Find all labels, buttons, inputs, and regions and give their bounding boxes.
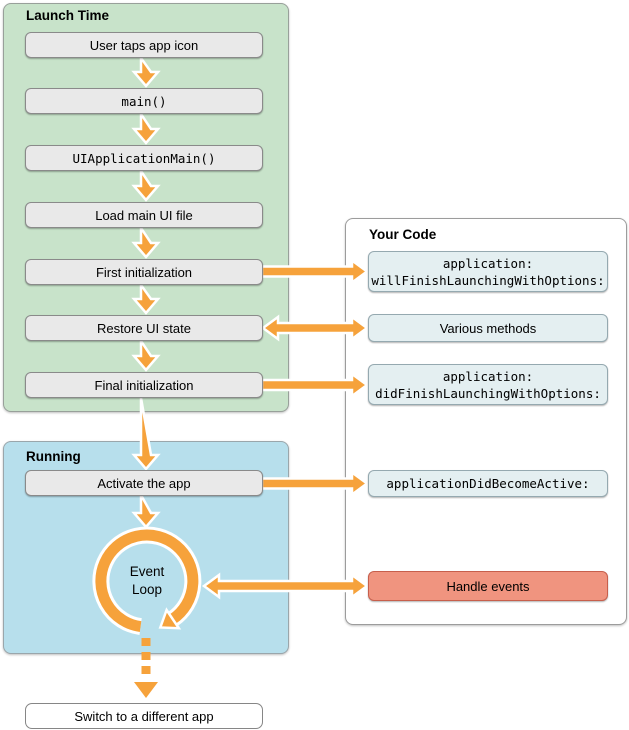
- box-switch-to-different-app: Switch to a different app: [25, 703, 263, 729]
- arrow-restore-ui-various-methods-bidirectional: [260, 314, 370, 342]
- box-label: application: didFinishLaunchingWithOptio…: [375, 368, 601, 401]
- arrow-activate-to-event-loop: [131, 490, 161, 529]
- arrow-user-taps-to-main: [131, 54, 161, 88]
- box-label: Restore UI state: [97, 320, 191, 336]
- box-main: main(): [25, 88, 263, 114]
- box-final-initialization: Final initialization: [25, 372, 263, 398]
- box-activate-the-app: Activate the app: [25, 470, 263, 496]
- arrow-final-init-to-didfinish: [260, 371, 370, 399]
- box-label: Final initialization: [94, 377, 194, 393]
- box-uiapplicationmain: UIApplicationMain(): [25, 145, 263, 171]
- box-application-willfinishlaunchingwithoptions: application: willFinishLaunchingWithOpti…: [368, 251, 608, 292]
- box-label: Handle events: [446, 578, 530, 594]
- launch-time-title: Launch Time: [26, 8, 110, 23]
- your-code-title: Your Code: [369, 227, 437, 242]
- box-label: applicationDidBecomeActive:: [386, 476, 590, 491]
- box-user-taps-app-icon: User taps app icon: [25, 32, 263, 58]
- box-label: Activate the app: [97, 475, 191, 491]
- box-applicationdidbecomeactive: applicationDidBecomeActive:: [368, 470, 608, 497]
- box-label: application: willFinishLaunchingWithOpti…: [371, 255, 605, 288]
- box-label: main(): [121, 93, 167, 109]
- arrow-first-init-to-willfinish: [260, 258, 370, 285]
- arrow-event-loop-to-switch-app-dashed: [134, 638, 158, 698]
- arrow-event-loop-handle-events-bidirectional: [201, 572, 370, 600]
- box-label: First initialization: [95, 264, 193, 280]
- arrow-activate-to-didbecomeactive: [260, 470, 370, 497]
- event-loop-label: Event Loop: [129, 564, 165, 597]
- arrow-uiapplicationmain-to-load-ui: [131, 166, 161, 202]
- box-various-methods: Various methods: [368, 314, 608, 342]
- arrow-final-init-to-activate: [131, 397, 161, 471]
- box-label: Load main UI file: [95, 207, 193, 223]
- event-loop-circle: [92, 526, 202, 636]
- arrow-restore-ui-to-final-init: [131, 336, 161, 372]
- box-load-main-ui-file: Load main UI file: [25, 202, 263, 228]
- box-label: UIApplicationMain(): [72, 150, 216, 166]
- box-label: Switch to a different app: [74, 708, 214, 724]
- arrow-load-ui-to-first-init: [131, 223, 161, 259]
- arrow-main-to-uiapplicationmain: [131, 109, 161, 145]
- box-restore-ui-state: Restore UI state: [25, 315, 263, 341]
- box-application-didfinishlaunchingwithoptions: application: didFinishLaunchingWithOptio…: [368, 364, 608, 405]
- running-title: Running: [26, 449, 81, 464]
- arrow-first-init-to-restore-ui: [131, 281, 161, 315]
- box-first-initialization: First initialization: [25, 259, 263, 285]
- box-handle-events: Handle events: [368, 571, 608, 601]
- box-label: User taps app icon: [89, 37, 199, 53]
- box-label: Various methods: [439, 320, 537, 336]
- event-loop-arrowhead: [158, 607, 182, 630]
